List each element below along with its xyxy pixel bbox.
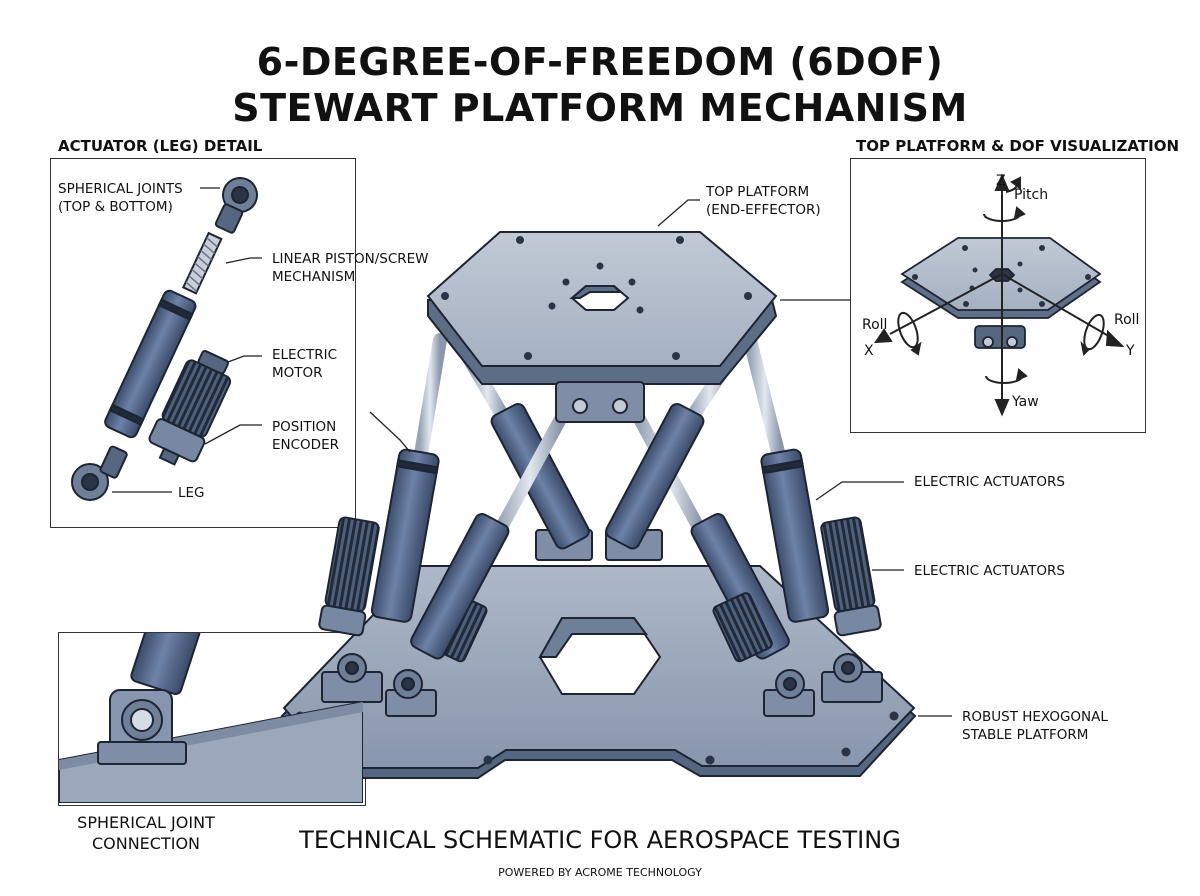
piston-label-line-2: MECHANISM	[272, 269, 356, 285]
dof-axes	[874, 173, 1125, 417]
base-spherical-joints	[337, 653, 863, 699]
actuator-panel-title: ACTUATOR (LEG) DETAIL	[58, 137, 263, 155]
top-platform	[426, 231, 778, 423]
yaw-label: Yaw	[1012, 394, 1039, 410]
electric-motor-label-line-2: MOTOR	[272, 365, 323, 381]
stewart-platform	[280, 231, 917, 779]
actuator-leader-lines	[112, 187, 262, 493]
leg-label: LEG	[178, 485, 205, 501]
top-platform-label-line-1: TOP PLATFORM	[706, 184, 810, 200]
spherical-joint-caption: SPHERICAL JOINT CONNECTION	[58, 812, 234, 854]
spherical-joint-caption-line-2: CONNECTION	[91, 834, 201, 853]
top-platform-label: TOP PLATFORM (END-EFFECTOR)	[706, 183, 821, 219]
powered-by: POWERED BY ACROME TECHNOLOGY	[498, 866, 702, 879]
electric-motor-label-line-1: ELECTRIC	[272, 347, 338, 363]
main-title-line-2: STEWART PLATFORM MECHANISM	[232, 86, 968, 130]
actuator-legs	[318, 333, 882, 663]
main-leader-lines	[369, 199, 952, 717]
main-title-line-1: 6-DEGREE-OF-FREEDOM (6DOF)	[256, 40, 944, 84]
z-axis-label: Z	[996, 173, 1006, 189]
base-platform-label-line-2: STABLE PLATFORM	[962, 727, 1089, 743]
actuator-leg-drawing	[71, 177, 258, 501]
base-joint-brackets	[321, 529, 883, 717]
base-platform-label: ROBUST HEXOGONAL STABLE PLATFORM	[962, 708, 1108, 744]
subtitle: TECHNICAL SCHEMATIC FOR AEROSPACE TESTIN…	[299, 826, 901, 854]
spherical-joint-caption-line-1: SPHERICAL JOINT	[77, 813, 215, 832]
dof-panel-title: TOP PLATFORM & DOF VISUALIZATION	[856, 137, 1179, 155]
position-encoder-label: POSITION ENCODER	[272, 418, 339, 454]
joint-detail-drawing	[59, 633, 363, 803]
electric-actuators-label-1: ELECTRIC ACTUATORS	[914, 474, 1065, 490]
position-encoder-label-line-2: ENCODER	[272, 437, 339, 453]
y-axis-label: Y	[1126, 343, 1135, 359]
spherical-joints-label-line-2: (TOP & BOTTOM)	[58, 199, 173, 215]
base-platform-label-line-1: ROBUST HEXOGONAL	[962, 709, 1108, 725]
spherical-joints-label: SPHERICAL JOINTS (TOP & BOTTOM)	[58, 180, 183, 216]
roll-left-label: Roll	[862, 317, 888, 333]
piston-label: LINEAR PISTON/SCREW MECHANISM	[272, 250, 429, 286]
position-encoder-label-line-1: POSITION	[272, 419, 337, 435]
piston-label-line-1: LINEAR PISTON/SCREW	[272, 251, 429, 267]
pitch-label: Pitch	[1014, 187, 1049, 203]
top-platform-label-line-2: (END-EFFECTOR)	[706, 202, 821, 218]
electric-motor-label: ELECTRIC MOTOR	[272, 346, 337, 382]
x-axis-label: X	[864, 343, 874, 359]
electric-actuators-label-2: ELECTRIC ACTUATORS	[914, 563, 1065, 579]
roll-right-label: Roll	[1114, 312, 1140, 328]
spherical-joints-label-line-1: SPHERICAL JOINTS	[58, 181, 183, 197]
